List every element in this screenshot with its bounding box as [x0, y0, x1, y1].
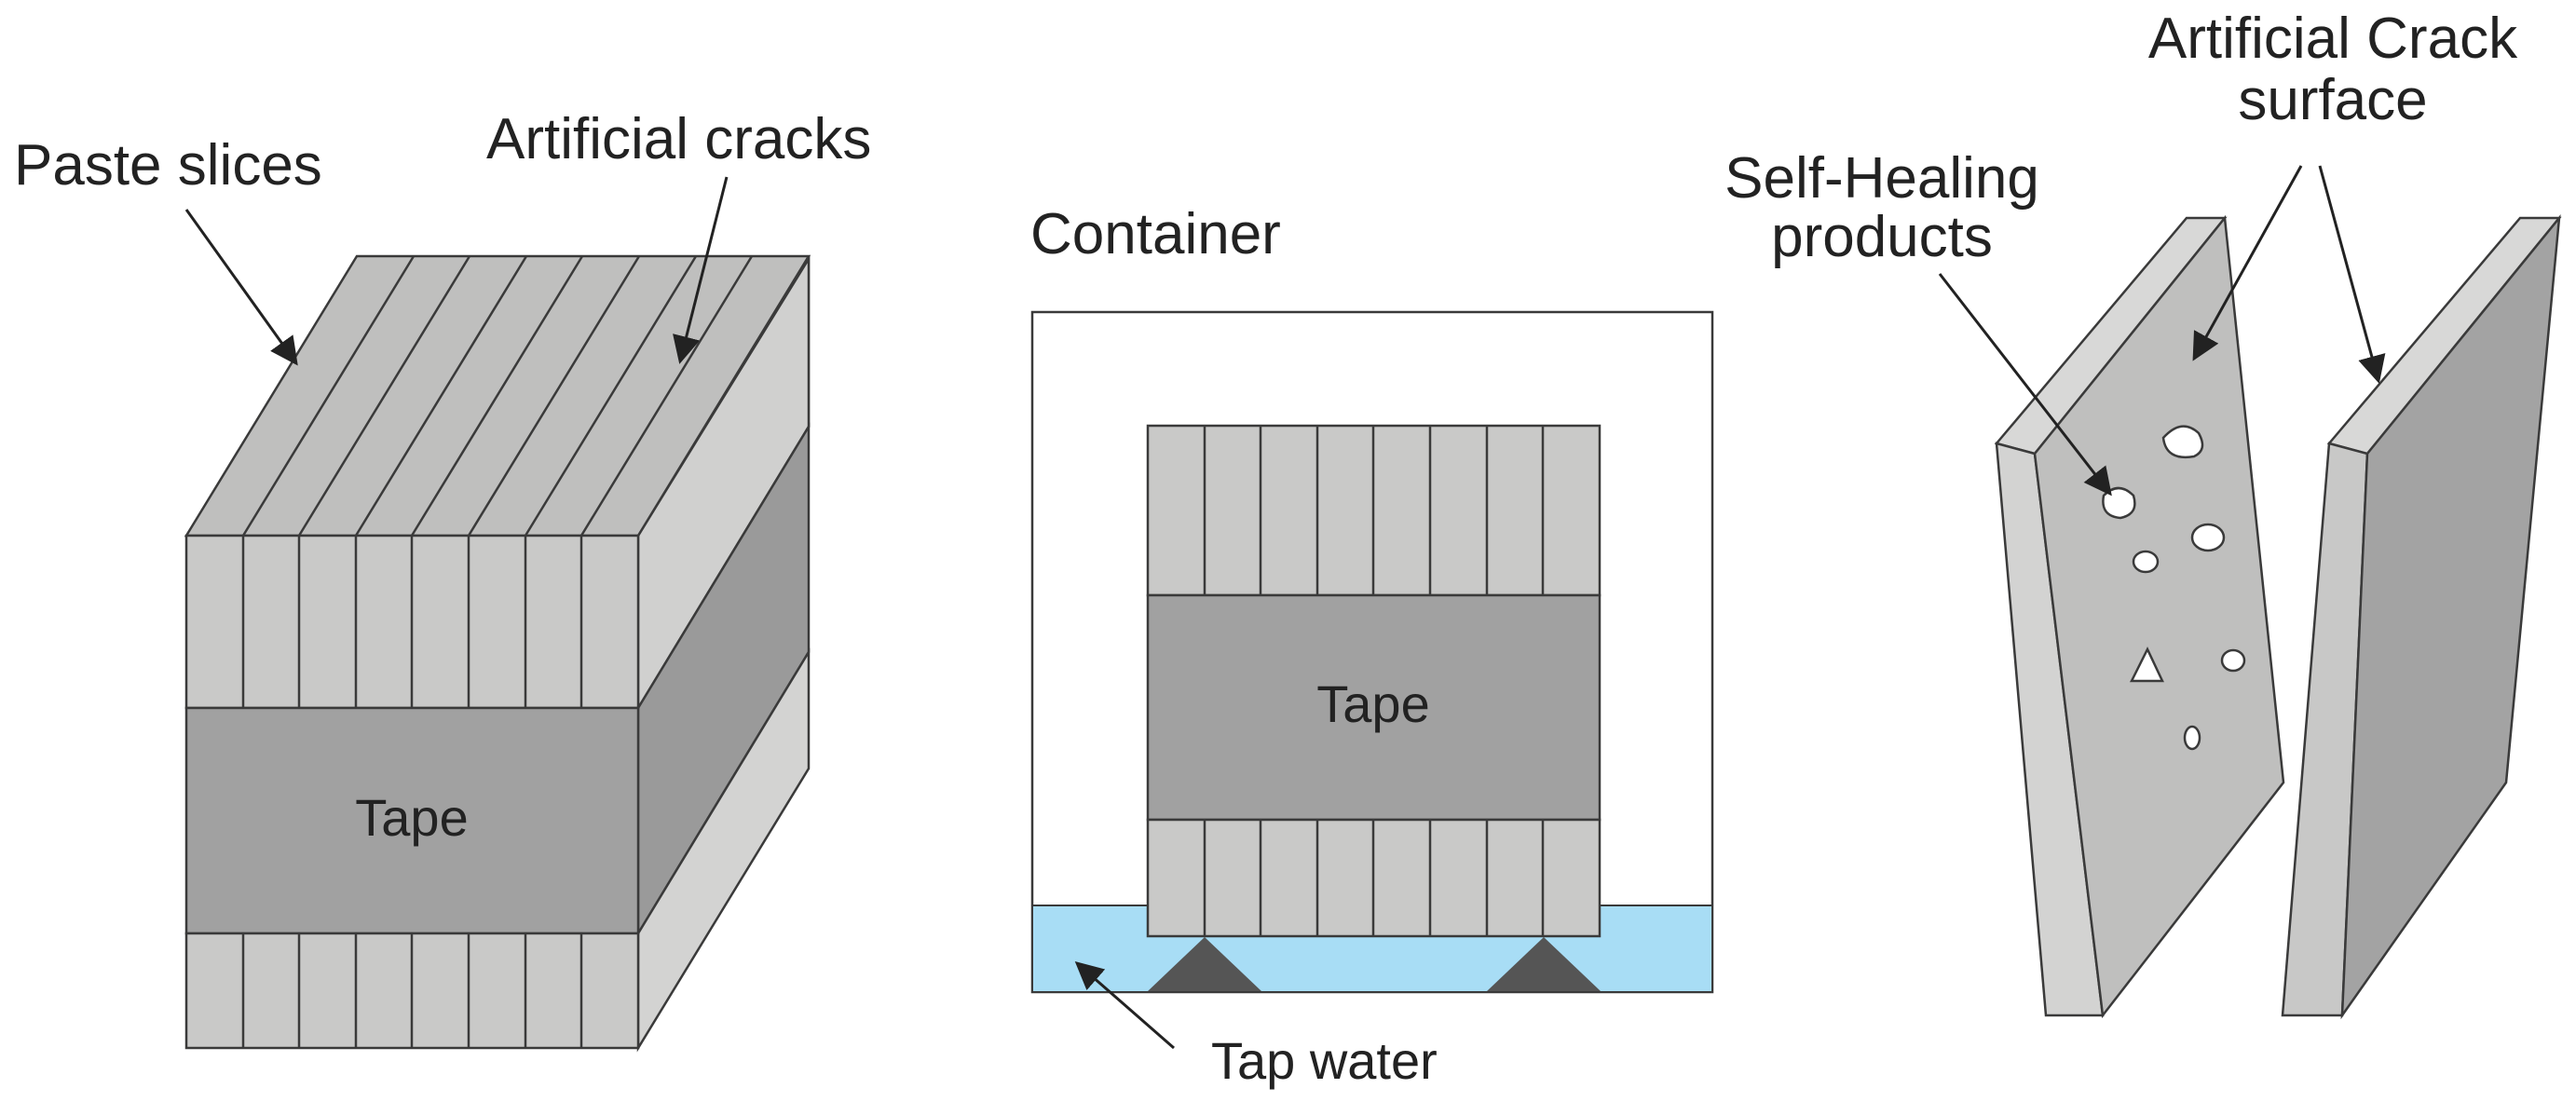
- tap-water-arrow: [1074, 961, 1175, 1050]
- support-left: [1148, 937, 1261, 991]
- block-top-slice-lines: [241, 255, 754, 537]
- left-plate-crack-surface: [2033, 214, 2285, 1019]
- block-front-slice-lines: [241, 536, 583, 1048]
- middle-tape: [1146, 593, 1601, 822]
- healing-product-4: [2132, 550, 2160, 574]
- artificial-cracks-label: Artificial cracks: [486, 107, 871, 171]
- support-right: [1487, 937, 1601, 991]
- crack-surface-label-line2: surface: [2238, 68, 2427, 132]
- container-label: Container: [1030, 202, 1281, 266]
- self-healing-label-line1: Self-Healing: [1724, 146, 2039, 211]
- middle-slice-lines: [1203, 426, 1545, 936]
- tap-water-label: Tap water: [1211, 1031, 1438, 1090]
- healing-product-3: [2190, 523, 2226, 552]
- specimen-block: [184, 254, 811, 1053]
- middle-specimen: [1146, 424, 1601, 938]
- paste-slices-arrow: [184, 209, 298, 366]
- healing-product-7: [2183, 725, 2201, 751]
- paste-slices-label: Paste slices: [14, 133, 322, 197]
- crack-surface-arrow-right: [2318, 165, 2386, 384]
- self-healing-arrow: [1938, 273, 2112, 497]
- healing-product-1: [2161, 425, 2204, 459]
- right-plate: [2281, 214, 2562, 1020]
- crack-surface-label-line1: Artificial Crack: [2148, 7, 2518, 71]
- tape-label-middle: Tape: [1316, 674, 1429, 733]
- artificial-cracks-arrow-1: [673, 176, 729, 364]
- healing-product-6: [2220, 648, 2246, 673]
- tape-label-left: Tape: [355, 788, 468, 847]
- right-plate-crack-surface: [2340, 214, 2561, 1020]
- healing-product-5: [2129, 646, 2164, 683]
- crack-surface-arrow-left: [2192, 165, 2303, 361]
- left-plate: [1994, 214, 2285, 1019]
- self-healing-label-line2: products: [1771, 205, 1993, 269]
